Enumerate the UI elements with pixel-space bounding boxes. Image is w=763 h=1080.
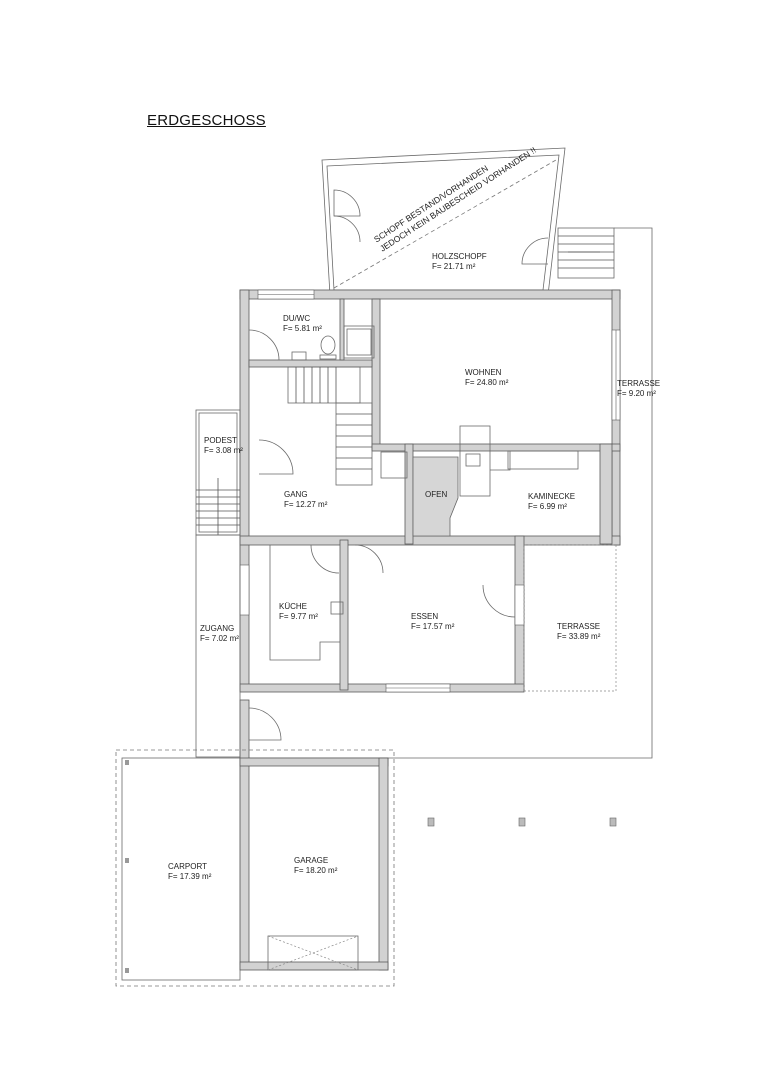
room-kueche: KÜCHE F= 9.77 m² — [279, 602, 318, 622]
room-garage-area: F= 18.20 m² — [294, 866, 338, 875]
room-carport: CARPORT F= 17.39 m² — [168, 862, 211, 882]
room-holzschopf: HOLZSCHOPF F= 21.71 m² — [432, 252, 487, 272]
garage-walls — [239, 757, 389, 971]
kitchen-counter — [269, 545, 344, 661]
interior-stairs — [287, 366, 408, 486]
room-terrasse-small: TERRASSE F= 9.20 m² — [617, 379, 660, 399]
room-terrasse-large-area: F= 33.89 m² — [557, 632, 601, 641]
room-terrasse-large: TERRASSE F= 33.89 m² — [557, 622, 600, 642]
room-du-wc: DU/WC F= 5.81 m² — [283, 314, 322, 334]
room-terrasse-small-name: TERRASSE — [617, 379, 661, 388]
room-wohnen-name: WOHNEN — [465, 368, 502, 377]
room-ofen: OFEN — [425, 490, 447, 500]
room-essen-name: ESSEN — [411, 612, 439, 621]
exterior-stairs-left — [196, 478, 240, 535]
room-kaminecke-area: F= 6.99 m² — [528, 502, 567, 511]
room-du-wc-name: DU/WC — [283, 314, 311, 323]
room-wohnen: WOHNEN F= 24.80 m² — [465, 368, 508, 388]
room-kueche-area: F= 9.77 m² — [279, 612, 318, 621]
room-garage-name: GARAGE — [294, 856, 329, 865]
exterior-stairs-upper — [557, 227, 615, 279]
room-podest-name: PODEST — [204, 436, 237, 445]
terrace-large-outline — [523, 544, 617, 692]
room-kaminecke-name: KAMINECKE — [528, 492, 576, 501]
room-holzschopf-area: F= 21.71 m² — [432, 262, 476, 271]
room-podest-area: F= 3.08 m² — [204, 446, 243, 455]
room-wohnen-area: F= 24.80 m² — [465, 378, 509, 387]
room-terrasse-large-name: TERRASSE — [557, 622, 601, 631]
room-gang-area: F= 12.27 m² — [284, 500, 328, 509]
room-garage: GARAGE F= 18.20 m² — [294, 856, 337, 876]
terrace-upper-outline — [248, 227, 653, 759]
terrace-posts — [427, 817, 617, 827]
room-zugang-name: ZUGANG — [200, 624, 235, 633]
doors — [248, 329, 516, 741]
carport-outline — [115, 749, 395, 987]
window-openings — [239, 289, 621, 693]
room-du-wc-area: F= 5.81 m² — [283, 324, 322, 333]
oven — [412, 425, 579, 537]
room-kaminecke: KAMINECKE F= 6.99 m² — [528, 492, 575, 512]
room-carport-name: CARPORT — [168, 862, 207, 871]
zugang-outline — [195, 534, 241, 758]
room-kueche-name: KÜCHE — [279, 602, 308, 611]
room-zugang-area: F= 7.02 m² — [200, 634, 239, 643]
room-ofen-name: OFEN — [425, 490, 448, 499]
bathroom-fixtures — [291, 325, 375, 361]
shed-outline — [321, 147, 566, 296]
room-carport-area: F= 17.39 m² — [168, 872, 212, 881]
room-essen-area: F= 17.57 m² — [411, 622, 455, 631]
room-gang: GANG F= 12.27 m² — [284, 490, 327, 510]
room-terrasse-small-area: F= 9.20 m² — [617, 389, 656, 398]
plan-title: ERDGESCHOSS — [147, 112, 266, 129]
room-gang-name: GANG — [284, 490, 308, 499]
room-holzschopf-name: HOLZSCHOPF — [432, 252, 487, 261]
room-zugang: ZUGANG F= 7.02 m² — [200, 624, 239, 644]
room-essen: ESSEN F= 17.57 m² — [411, 612, 454, 632]
room-podest: PODEST F= 3.08 m² — [204, 436, 243, 456]
